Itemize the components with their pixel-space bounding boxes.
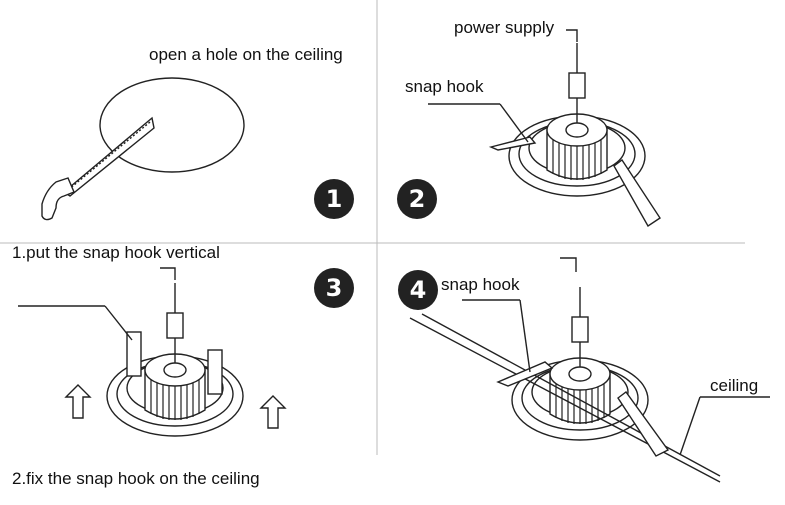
panel3-caption-bottom: 2.fix the snap hook on the ceiling [12,469,260,488]
ceiling-hole-outline [99,77,245,173]
snap-hook-label-panel4: snap hook [441,275,520,294]
step-badge-2: 2 [397,179,437,219]
up-arrow-right-icon [259,395,287,429]
panel3-caption-top: 1.put the snap hook vertical [12,243,220,262]
step-badge-3: 3 [314,268,354,308]
fixture-panel-2 [428,29,661,227]
ceiling-label: ceiling [710,376,759,395]
snap-hook-right [207,349,223,395]
saw-icon [41,116,155,221]
step-badge-4: 4 [398,270,438,310]
up-arrow-left-icon [64,384,92,419]
power-supply-label: power supply [454,18,555,37]
fixture-panel-3 [18,267,287,437]
panel1-caption: open a hole on the ceiling [149,45,343,64]
snap-hook-left [126,331,142,377]
snap-hook-label-panel2: snap hook [405,77,484,96]
step-badge-1: 1 [314,179,354,219]
fixture-panel-4 [409,257,770,483]
